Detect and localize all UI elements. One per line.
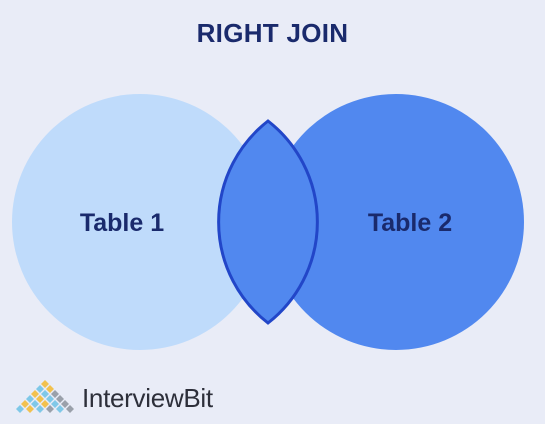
- table-1-label: Table 1: [80, 209, 164, 237]
- intersection-region: [217, 119, 319, 325]
- table-2-circle: [268, 94, 524, 350]
- table-1-circle: [12, 94, 268, 350]
- table-2-label: Table 2: [368, 209, 452, 237]
- interviewbit-brand: InterviewBit: [14, 378, 213, 418]
- diamond-grid-logo-icon: [16, 380, 74, 413]
- diagram-title: RIGHT JOIN: [196, 18, 349, 48]
- brand-name: InterviewBit: [82, 382, 213, 413]
